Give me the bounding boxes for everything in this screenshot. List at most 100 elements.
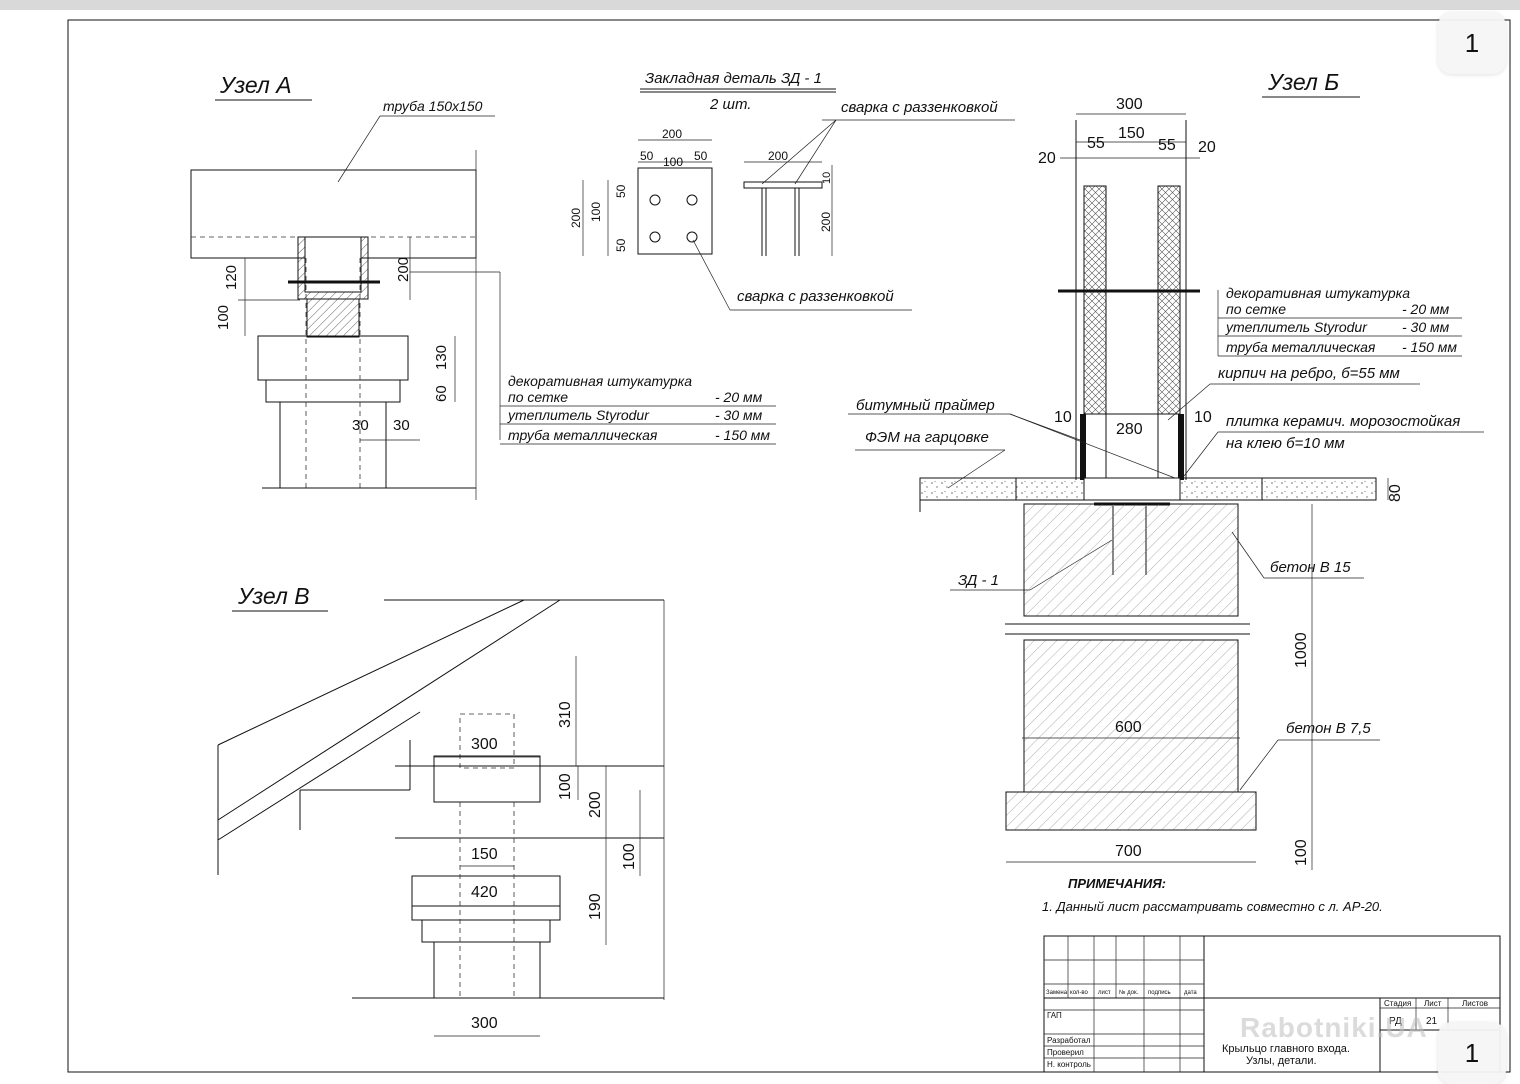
embedded-part: Закладная деталь ЗД - 1 2 шт. сварка с р…	[569, 70, 1015, 311]
ep-dim-side-h200: 200	[819, 212, 833, 232]
node-a-layer-3: утеплитель Styrodur	[507, 407, 650, 423]
ep-dim-h100: 100	[589, 202, 603, 222]
node-b-concrete75: бетон В 7,5	[1286, 720, 1371, 737]
node-b-title: Узел Б	[1267, 69, 1339, 95]
ep-dim-h50b: 50	[614, 238, 628, 252]
node-a-layer-4-value: - 150 мм	[715, 427, 770, 443]
ep-dim-side200: 200	[768, 149, 788, 163]
tb-stage-header: Стадия	[1384, 999, 1411, 1008]
ep-dim-h200: 200	[569, 208, 583, 228]
embedded-part-weld-top: сварка с раззенковкой	[841, 99, 998, 116]
tb-stage-value: РД	[1389, 1016, 1402, 1027]
node-a-layer-2-value: - 20 мм	[715, 389, 763, 405]
tb-col-sign: подпись	[1148, 990, 1171, 996]
node-b-primer: битумный праймер	[856, 397, 995, 414]
notes-heading: ПРИМЕЧАНИЯ:	[1068, 876, 1166, 891]
tb-col-count: кол-во	[1070, 990, 1089, 996]
node-v-dim-150: 150	[471, 846, 498, 863]
viewer-top-bar	[0, 0, 1520, 10]
node-b-dim-20b: 20	[1198, 139, 1216, 156]
node-b-dim-10a: 10	[1054, 409, 1072, 426]
node-b-dim-80: 80	[1387, 484, 1404, 502]
node-b-layer-3: утеплитель Styrodur	[1225, 319, 1368, 335]
embedded-part-title: Закладная деталь ЗД - 1	[645, 70, 822, 87]
ep-dim-w100: 100	[663, 155, 683, 169]
node-b-layer-4-value: - 150 мм	[1402, 339, 1457, 355]
node-b-dim-280: 280	[1116, 421, 1143, 438]
ep-dim-side10: 10	[821, 172, 833, 184]
tb-sheet-header: Лист	[1424, 999, 1442, 1008]
node-b-layer-3-value: - 30 мм	[1402, 319, 1450, 335]
node-v-dim-310: 310	[557, 701, 574, 728]
node-b-layer-2-value: - 20 мм	[1402, 301, 1450, 317]
tb-drawing-title-2: Узлы, детали.	[1246, 1055, 1317, 1067]
node-a-dim-200: 200	[395, 257, 412, 282]
node-b-dim-150: 150	[1118, 125, 1145, 142]
node-v-dim-100a: 100	[557, 773, 574, 800]
node-a-layer-2: по сетке	[508, 389, 568, 405]
node-a-pipe-label: труба 150х150	[383, 98, 483, 114]
notes-item-1: 1. Данный лист рассматривать совместно с…	[1042, 899, 1383, 914]
node-v-dim-200: 200	[587, 791, 604, 818]
node-b-dim-300: 300	[1116, 96, 1143, 113]
node-a-title: Узел А	[219, 72, 292, 98]
node-b-layer-2: по сетке	[1226, 301, 1286, 317]
node-a-dim-30b: 30	[393, 417, 410, 434]
node-b-dim-55b: 55	[1158, 137, 1176, 154]
ep-dim-w200: 200	[662, 127, 682, 141]
embedded-part-qty: 2 шт.	[709, 96, 751, 113]
page-number-badge-top[interactable]: 1	[1438, 12, 1506, 74]
node-b-dim-100: 100	[1293, 839, 1310, 866]
tb-role-gap: ГАП	[1047, 1011, 1062, 1020]
tb-col-doc: № док.	[1119, 989, 1139, 996]
node-v-dim-100b: 100	[621, 843, 638, 870]
title-block: Замена кол-во лист № док. подпись дата Г…	[1043, 935, 1501, 1073]
page-number-badge-bottom[interactable]: 1	[1438, 1022, 1506, 1084]
sheet-frame	[67, 19, 1511, 1073]
ep-dim-w50a: 50	[640, 149, 654, 163]
notes: ПРИМЕЧАНИЯ: 1. Данный лист рассматривать…	[1042, 876, 1383, 914]
ep-dim-h50a: 50	[614, 184, 628, 198]
node-a-layer-3-value: - 30 мм	[715, 407, 763, 423]
embedded-part-weld-bottom: сварка с раззенковкой	[737, 288, 894, 305]
node-b-tile-line2: на клею б=10 мм	[1226, 435, 1345, 452]
node-a-layer-4: труба металлическая	[508, 427, 658, 443]
node-v-dim-300-bottom: 300	[471, 1015, 498, 1032]
node-b-brick: кирпич на ребро, б=55 мм	[1218, 365, 1400, 382]
node-b-fem: ФЭМ на гарцовке	[865, 429, 989, 446]
tb-role-control: Н. контроль	[1047, 1060, 1091, 1069]
node-b-layer-1: декоративная штукатурка	[1226, 285, 1410, 301]
node-a-dim-120: 120	[223, 265, 240, 290]
node-a-dim-100: 100	[215, 305, 232, 330]
node-b-dim-1000: 1000	[1293, 632, 1310, 668]
tb-col-sheet: лист	[1098, 990, 1111, 996]
node-b-layer-4: труба металлическая	[1226, 339, 1376, 355]
tb-sheet-value: 21	[1426, 1016, 1438, 1027]
watermark-logo: Rabotniki.UA	[1240, 1012, 1428, 1043]
node-a: Узел А труба 150х150 120 100 200 130 60	[190, 72, 776, 500]
tb-role-developer: Разработал	[1047, 1036, 1091, 1045]
node-v-dim-300-top: 300	[471, 736, 498, 753]
node-a-dim-30a: 30	[352, 417, 369, 434]
node-b-dim-20a: 20	[1038, 150, 1056, 167]
node-v-title: Узел В	[237, 583, 310, 609]
node-b-dim-10b: 10	[1194, 409, 1212, 426]
node-a-dim-130: 130	[433, 345, 450, 370]
node-a-layer-1: декоративная штукатурка	[508, 373, 692, 389]
node-b-dim-700: 700	[1115, 843, 1142, 860]
ep-dim-w50b: 50	[694, 149, 708, 163]
node-a-dim-60: 60	[433, 385, 450, 402]
tb-drawing-title-1: Крыльцо главного входа.	[1222, 1043, 1350, 1055]
node-v-dim-420: 420	[471, 884, 498, 901]
node-b-concrete15: бетон В 15	[1270, 559, 1351, 576]
tb-sheets-header: Листов	[1462, 999, 1488, 1008]
tb-role-checker: Проверил	[1047, 1048, 1084, 1057]
tb-col-date: дата	[1184, 990, 1197, 996]
node-v-dim-190: 190	[587, 893, 604, 920]
node-b-zd: ЗД - 1	[958, 572, 999, 589]
node-b: Узел Б 300 150 55 55 20 20 280 10 10 дек…	[848, 69, 1484, 870]
node-b-dim-55a: 55	[1087, 135, 1105, 152]
node-b-tile-line1: плитка керамич. морозостойкая	[1226, 413, 1460, 430]
node-v: Узел В 300 310 100 200	[217, 583, 665, 1037]
